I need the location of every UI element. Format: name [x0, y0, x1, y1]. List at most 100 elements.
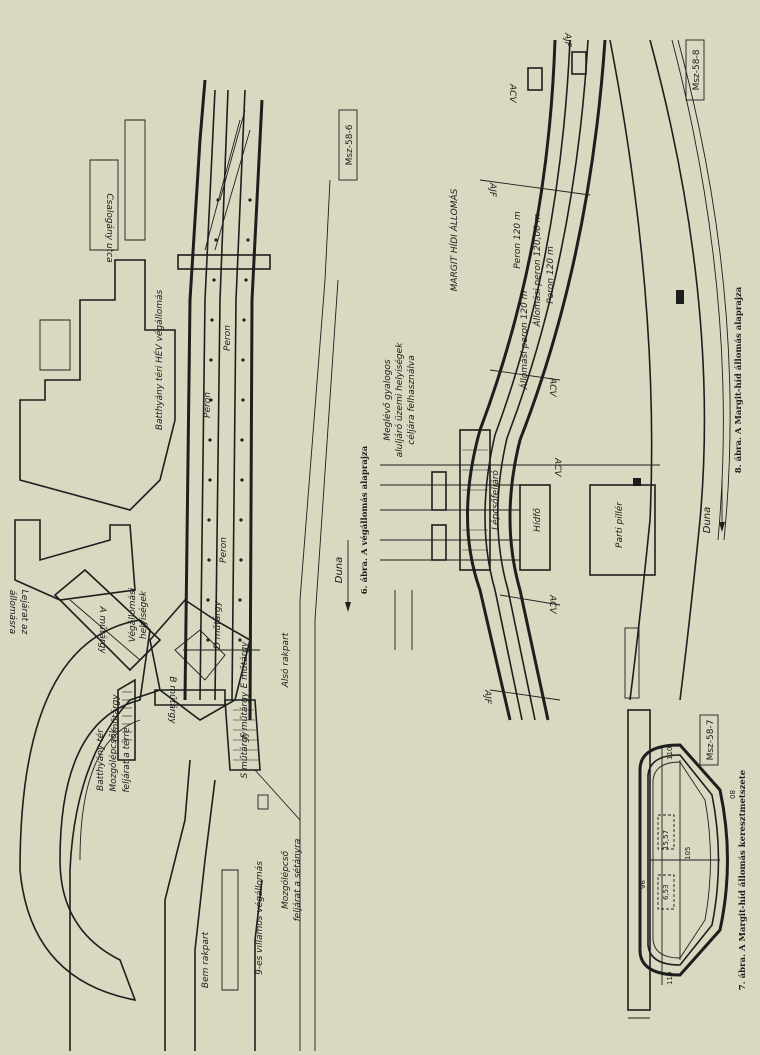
tunnel-outer-shell: [638, 743, 729, 977]
label-peron-1: Peron: [203, 392, 213, 418]
underpass-box-1: [431, 471, 447, 511]
label-peron-a: Peron 120 m: [513, 211, 523, 269]
label-peron-2: Peron: [219, 537, 229, 563]
label-ajf-2: AJF: [482, 689, 492, 705]
label-csalogany-utca: Csalogány utca: [104, 193, 114, 262]
label-vegallomasi-2: helyiségek: [138, 590, 149, 639]
tunnel-wall-left: [466, 39, 557, 721]
section-line-3: [489, 689, 561, 701]
end-block-1: [527, 67, 543, 91]
city-block-1: [19, 259, 176, 511]
dim-105: 105: [684, 847, 692, 860]
road-edge-2: [164, 759, 191, 1051]
pier-marker: [633, 478, 641, 486]
square-path: [79, 719, 141, 861]
tram-island: [221, 869, 239, 991]
label-ajf-top: AJF: [562, 32, 572, 48]
figure7-stamp: Msz-58-7: [706, 720, 716, 761]
dim-653: 6,53: [662, 884, 670, 900]
platform-dot-row: [206, 198, 252, 642]
hev-track-1: [199, 89, 216, 701]
duna-arrow-head: [345, 602, 351, 612]
small-pier: [624, 627, 640, 699]
hev-track-3: [231, 89, 246, 701]
escalator-a-line: [69, 599, 141, 661]
road-edge-1: [69, 689, 161, 1051]
label-batthyany-2: Mozgólépcsők: [108, 728, 119, 792]
section-line-1: [479, 179, 591, 196]
station-hall: [149, 598, 251, 721]
figure-7-cross-section: 110 119 15,57 6,53 105 80 96 Msz-58-7 7.…: [627, 709, 748, 1019]
city-block-3: [124, 119, 146, 241]
hev-track-2: [214, 89, 229, 701]
embankment-4: [677, 39, 731, 541]
embankment-marker: [676, 290, 684, 304]
label-acv-4: ACV: [547, 594, 557, 614]
embankment-2: [649, 39, 706, 701]
label-allomasi-peron-2: Állomási peron 120 m: [518, 290, 530, 390]
label-lejarat-1: Lejárat az: [19, 590, 29, 635]
shore-pier: [589, 484, 656, 576]
section-line-4: [499, 594, 561, 606]
figure8-caption: 8. ábra. A Margit-híd állomás alaprajza: [733, 286, 744, 473]
label-d-mutargy: D műtárgy: [213, 600, 223, 649]
label-acv-2: ACV: [547, 377, 557, 397]
train-outline-1: [657, 814, 675, 850]
escalator-a: [53, 568, 162, 672]
road-edge-3: [194, 779, 216, 1051]
label-allomasi-peron-1: Állomási peron 120,00 m: [531, 213, 543, 327]
hall-inner: [174, 629, 226, 681]
hev-platform-edge-1: [183, 79, 207, 701]
label-batthyany-1: Batthyány tér: [95, 728, 106, 791]
label-lejarat-2: állomásra: [7, 590, 17, 634]
city-block-2: [14, 519, 136, 601]
figure8-stamp-box: [685, 39, 705, 101]
label-batthyany-3: feljárat a térre: [121, 727, 132, 793]
label-peron-3: Peron: [223, 325, 233, 351]
label-f-mutargy: F műtárgy: [240, 691, 250, 738]
escalator-c: [117, 678, 136, 761]
label-gyalogos-2: aluljáró üzemi helyiségek: [394, 342, 405, 457]
label-hidfo: Hídfő: [533, 508, 543, 532]
label-duna-fig8: Duna: [702, 507, 713, 534]
label-gyalogos-1: Meglévő gyalogos: [382, 359, 393, 441]
label-acv-1: ACV: [507, 83, 517, 103]
end-block-2: [571, 51, 587, 75]
label-a-mutargy: A műtárgy: [97, 605, 107, 654]
underpass-passage: [459, 429, 491, 571]
label-mozgolepcso-2: feljárat a sétányra: [292, 839, 303, 922]
label-tram-terminus: 9-es villamos végállomás: [254, 861, 265, 975]
footbridge: [177, 254, 271, 270]
figure6-caption: 6. ábra. A végállomás alaprajza: [359, 445, 370, 594]
road-edge-4: [254, 879, 263, 1051]
label-peron-b: Peron 120 m: [546, 246, 556, 304]
figure7-caption: 7. ábra. A Margit-híd állomás keresztmet…: [737, 769, 748, 990]
figure-6-terminus-plan: [14, 79, 339, 1051]
tunnel-lining: [652, 761, 711, 959]
embankment-1: [609, 39, 653, 701]
label-vegallomasi-1: Végállomási: [127, 587, 138, 642]
label-s-mutargy: S műtárgy: [240, 731, 250, 779]
quay-edge: [299, 179, 331, 1051]
quay-edge-2: [314, 279, 339, 1051]
label-c-mutargy: C műtárgy: [111, 694, 121, 742]
hev-platform-edge-2: [248, 99, 264, 721]
dim-80: 80: [728, 790, 736, 799]
label-b-mutargy: B műtárgy: [167, 676, 177, 724]
batthyany-square-outline: [19, 619, 151, 1002]
dim-110: 110: [666, 747, 674, 760]
label-also-rakpart: Alsó rakpart: [280, 632, 291, 688]
embankment-3: [671, 39, 724, 541]
dim-119: 119: [666, 972, 674, 985]
leader-1: [254, 769, 301, 821]
label-parti-piller: Parti pillér: [614, 501, 625, 548]
figure7-stamp-box: [699, 714, 719, 766]
label-station-name: MARGIT HÍDI ÁLLOMÁS: [448, 188, 460, 291]
small-structure: [257, 794, 269, 810]
label-bem-rakpart: Bem rakpart: [201, 931, 211, 988]
figure6-stamp: Msz-58-6: [345, 124, 355, 165]
figure6-stamp-box: [338, 109, 358, 181]
label-e-mutargy: E műtárgy: [240, 641, 250, 688]
section-line-2: [489, 369, 561, 381]
